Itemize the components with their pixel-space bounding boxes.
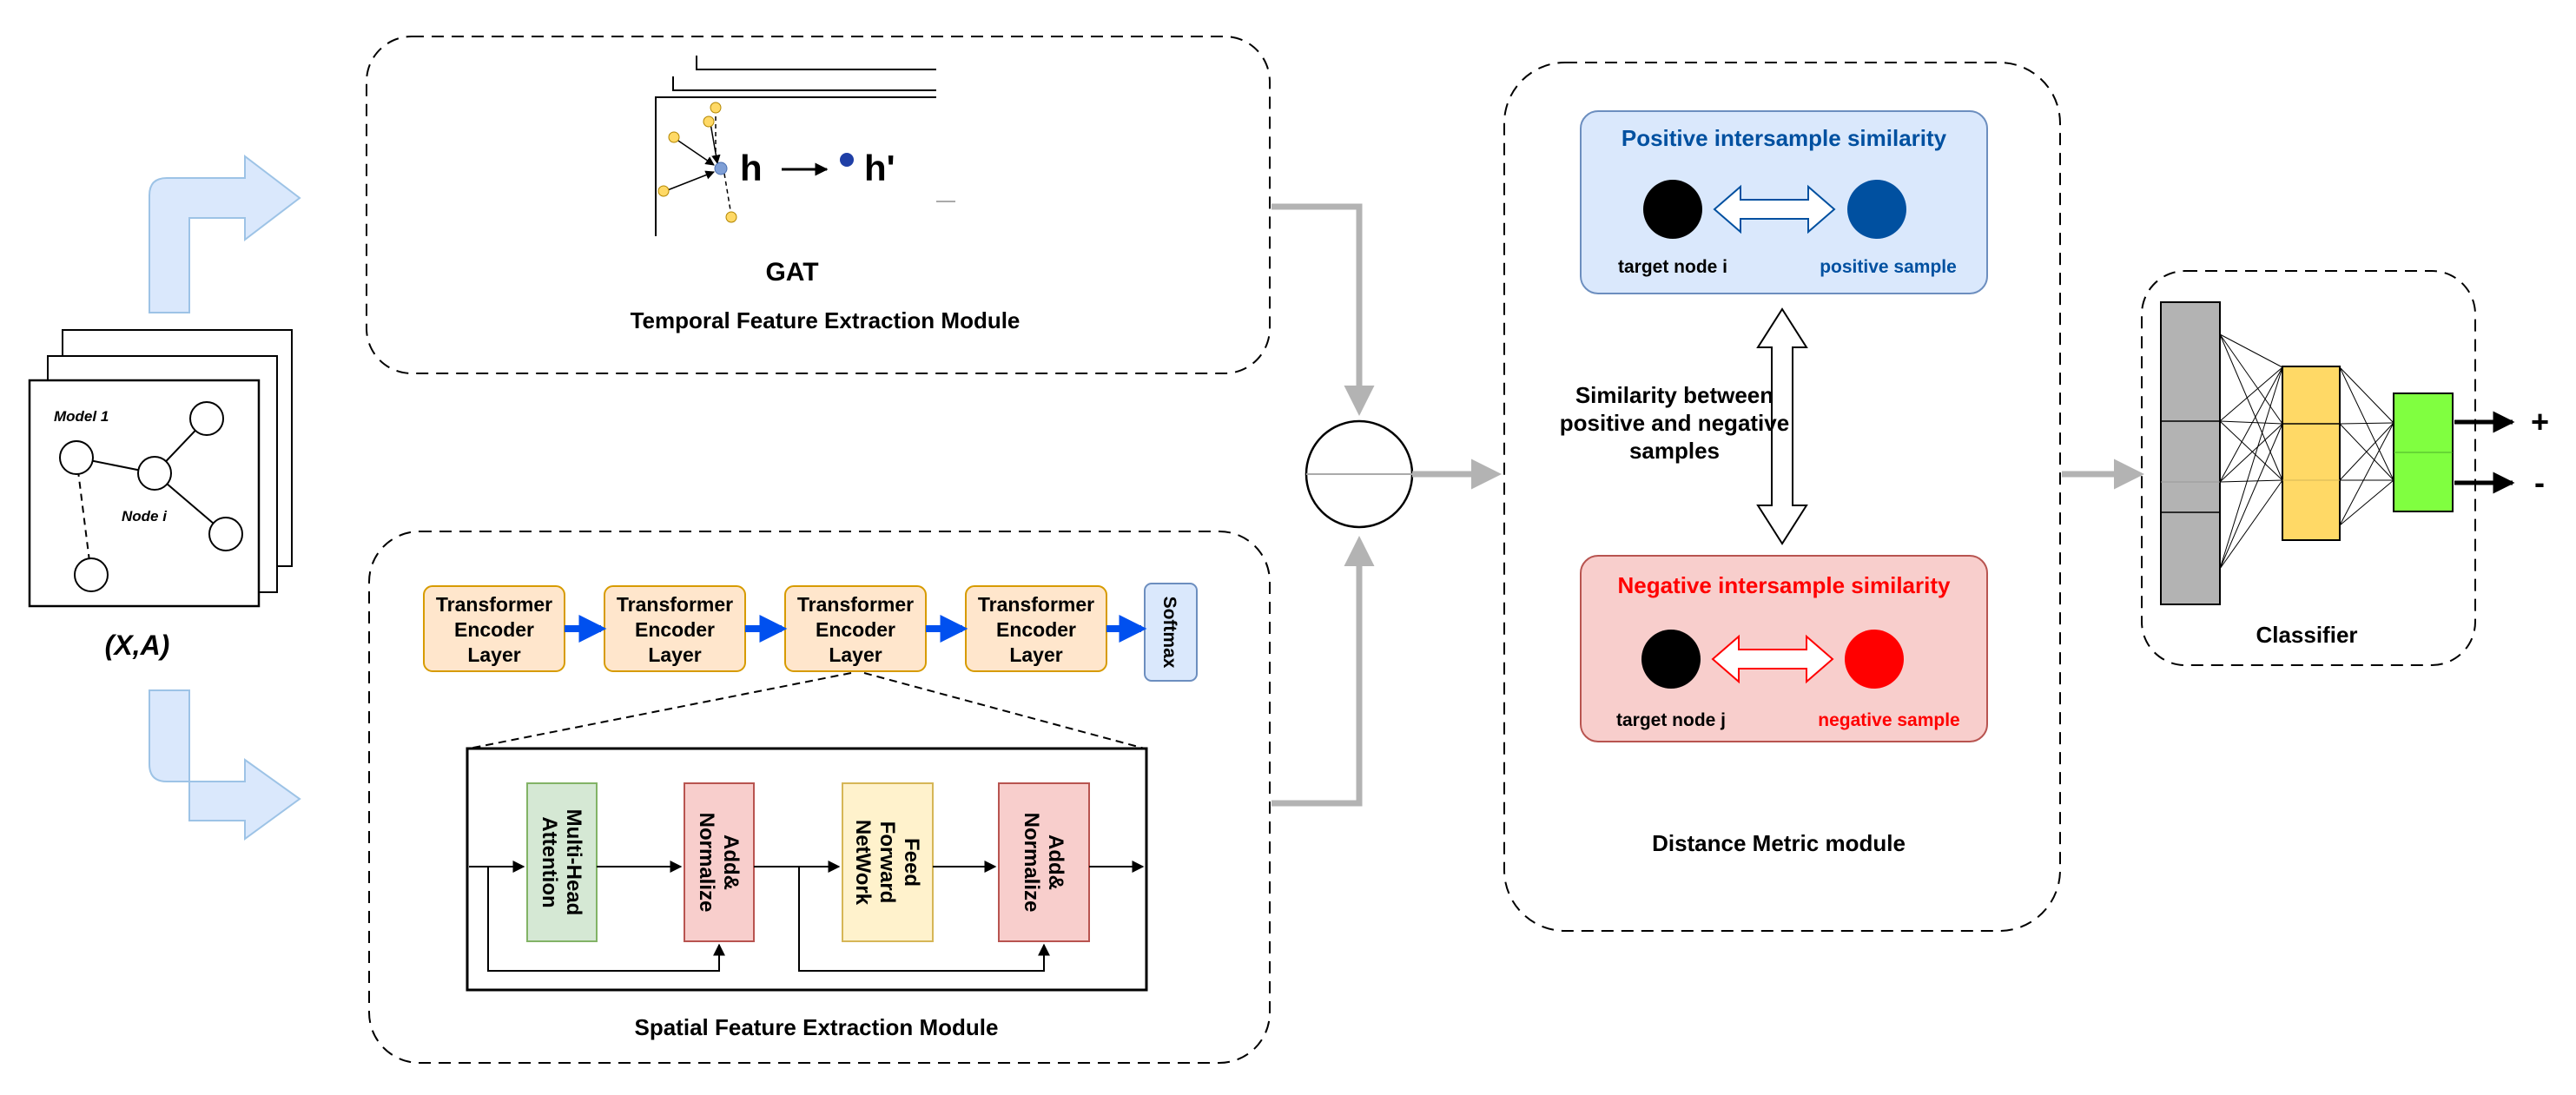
negative-sample-label: negative sample (1818, 710, 1959, 730)
encoder-layer-3-line1: Transformer (797, 593, 914, 616)
negative-double-arrow (1711, 634, 1834, 684)
distance-module-title: Distance Metric module (1652, 830, 1906, 856)
between-samples-double-arrow (1756, 307, 1808, 545)
attention-line1: Multi-Head (562, 809, 585, 916)
encoder-layer-3: Transformer Encoder Layer (784, 585, 927, 672)
input-node-top-label: Model 1 (54, 408, 109, 425)
norm2-line1: Add& (1044, 834, 1067, 890)
input-graph: Model 1 Node i (28, 329, 293, 608)
spatial-to-fusion-arrow (1271, 536, 1375, 807)
softmax-box: Softmax (1144, 583, 1198, 682)
temporal-module-title: Temporal Feature Extraction Module (631, 307, 1020, 333)
input-to-temporal-arrow (149, 154, 301, 313)
temporal-to-fusion-arrow (1271, 203, 1375, 416)
encoder-layer-4-line3: Layer (1009, 643, 1062, 666)
classifier-output-minus: - (2534, 465, 2545, 500)
input-caption: (X,A) (105, 630, 170, 661)
spatial-module-title: Spatial Feature Extraction Module (635, 1014, 999, 1040)
norm2-line2: Normalize (1020, 813, 1043, 913)
positive-target-label: target node i (1618, 257, 1727, 277)
positive-title: Positive intersample similarity (1622, 125, 1947, 151)
ffn-line2: Forward (875, 821, 899, 904)
ffn-line1: Feed (900, 838, 923, 887)
residual-arrow-2 (798, 867, 1050, 972)
encoder-layer-2-line1: Transformer (617, 593, 733, 616)
encoder-layer-1-line3: Layer (467, 643, 520, 666)
classifier-title: Classifier (2256, 622, 2357, 648)
encoder-layer-4-line1: Transformer (978, 593, 1094, 616)
temporal-module-box (366, 36, 1271, 374)
encoder-layer-3-line2: Encoder (816, 618, 895, 641)
between-line1: Similarity between (1575, 382, 1773, 408)
positive-sample-label: positive sample (1820, 257, 1957, 277)
encoder-detail-box (466, 747, 1148, 992)
encoder-layer-3-line3: Layer (829, 643, 882, 666)
add-normalize-block-2: Add& Normalize (998, 782, 1090, 942)
encoder-layer-4: Transformer Encoder Layer (965, 585, 1107, 672)
gat-h-label: h (740, 148, 763, 188)
between-line2: positive and negative (1560, 410, 1789, 436)
softmax-label: Softmax (1159, 597, 1179, 669)
positive-double-arrow (1713, 184, 1836, 234)
gat-method-label: GAT (765, 258, 818, 287)
zoom-line-right (863, 672, 1146, 749)
add-normalize-block-1: Add& Normalize (684, 782, 755, 942)
encoder-layer-1: Transformer Encoder Layer (423, 585, 565, 672)
input-node-mid-label: Node i (122, 508, 168, 524)
encoder-layer-2: Transformer Encoder Layer (604, 585, 746, 672)
encoder-layer-2-line3: Layer (648, 643, 701, 666)
encoder-layer-1-line1: Transformer (436, 593, 552, 616)
residual-arrow-1 (487, 867, 725, 972)
fusion-node (1305, 419, 1414, 529)
zoom-line-left (468, 672, 852, 749)
gat-h-prime-label: h' (864, 148, 895, 188)
classifier-network (2160, 301, 2454, 605)
gat-illustration: h h' (655, 56, 955, 236)
norm1-line2: Normalize (695, 813, 718, 913)
classifier-box (2141, 270, 2476, 666)
between-line3: samples (1629, 438, 1720, 464)
multi-head-attention-block: Multi-Head Attention (526, 782, 598, 942)
norm1-line1: Add& (719, 834, 743, 890)
encoder-layer-2-line2: Encoder (635, 618, 715, 641)
classifier-output-plus: + (2531, 404, 2549, 439)
encoder-layer-4-line2: Encoder (996, 618, 1076, 641)
negative-title: Negative intersample similarity (1618, 572, 1951, 598)
spatial-module-box (368, 531, 1271, 1064)
positive-similarity-panel: Positive intersample similarity target n… (1580, 110, 1988, 294)
negative-similarity-panel: Negative intersample similarity target n… (1580, 555, 1988, 742)
input-to-spatial-arrow (149, 689, 301, 841)
negative-target-label: target node j (1616, 710, 1726, 730)
distance-module-box (1503, 62, 2061, 932)
feed-forward-block: Feed Forward NetWork (842, 782, 934, 942)
attention-line2: Attention (538, 816, 561, 907)
ffn-line3: NetWork (851, 820, 875, 906)
encoder-layer-1-line2: Encoder (454, 618, 534, 641)
